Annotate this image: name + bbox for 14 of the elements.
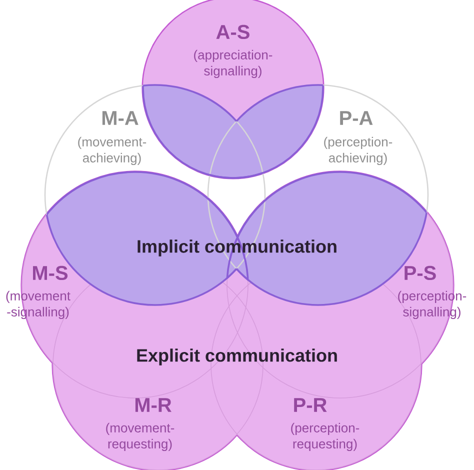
region-description: (movement- requesting) (106, 422, 174, 452)
region-title: M-R (135, 398, 172, 412)
region-label: Implicit communication (138, 240, 336, 256)
region-title: M-A (102, 111, 138, 125)
region-title: M-S (33, 266, 68, 280)
region-description: (movement- achieving) (78, 136, 146, 166)
region-label: Explicit communication (137, 348, 337, 366)
region-title: P-A (340, 111, 373, 125)
region-description: (appreciation- signalling) (194, 50, 272, 78)
region-title: P-R (294, 398, 327, 412)
region-description: (perception- achieving) (324, 136, 392, 166)
region-description: (perception- requesting) (291, 422, 360, 452)
region-title: P-S (404, 266, 436, 280)
region-title: A-S (216, 24, 250, 40)
